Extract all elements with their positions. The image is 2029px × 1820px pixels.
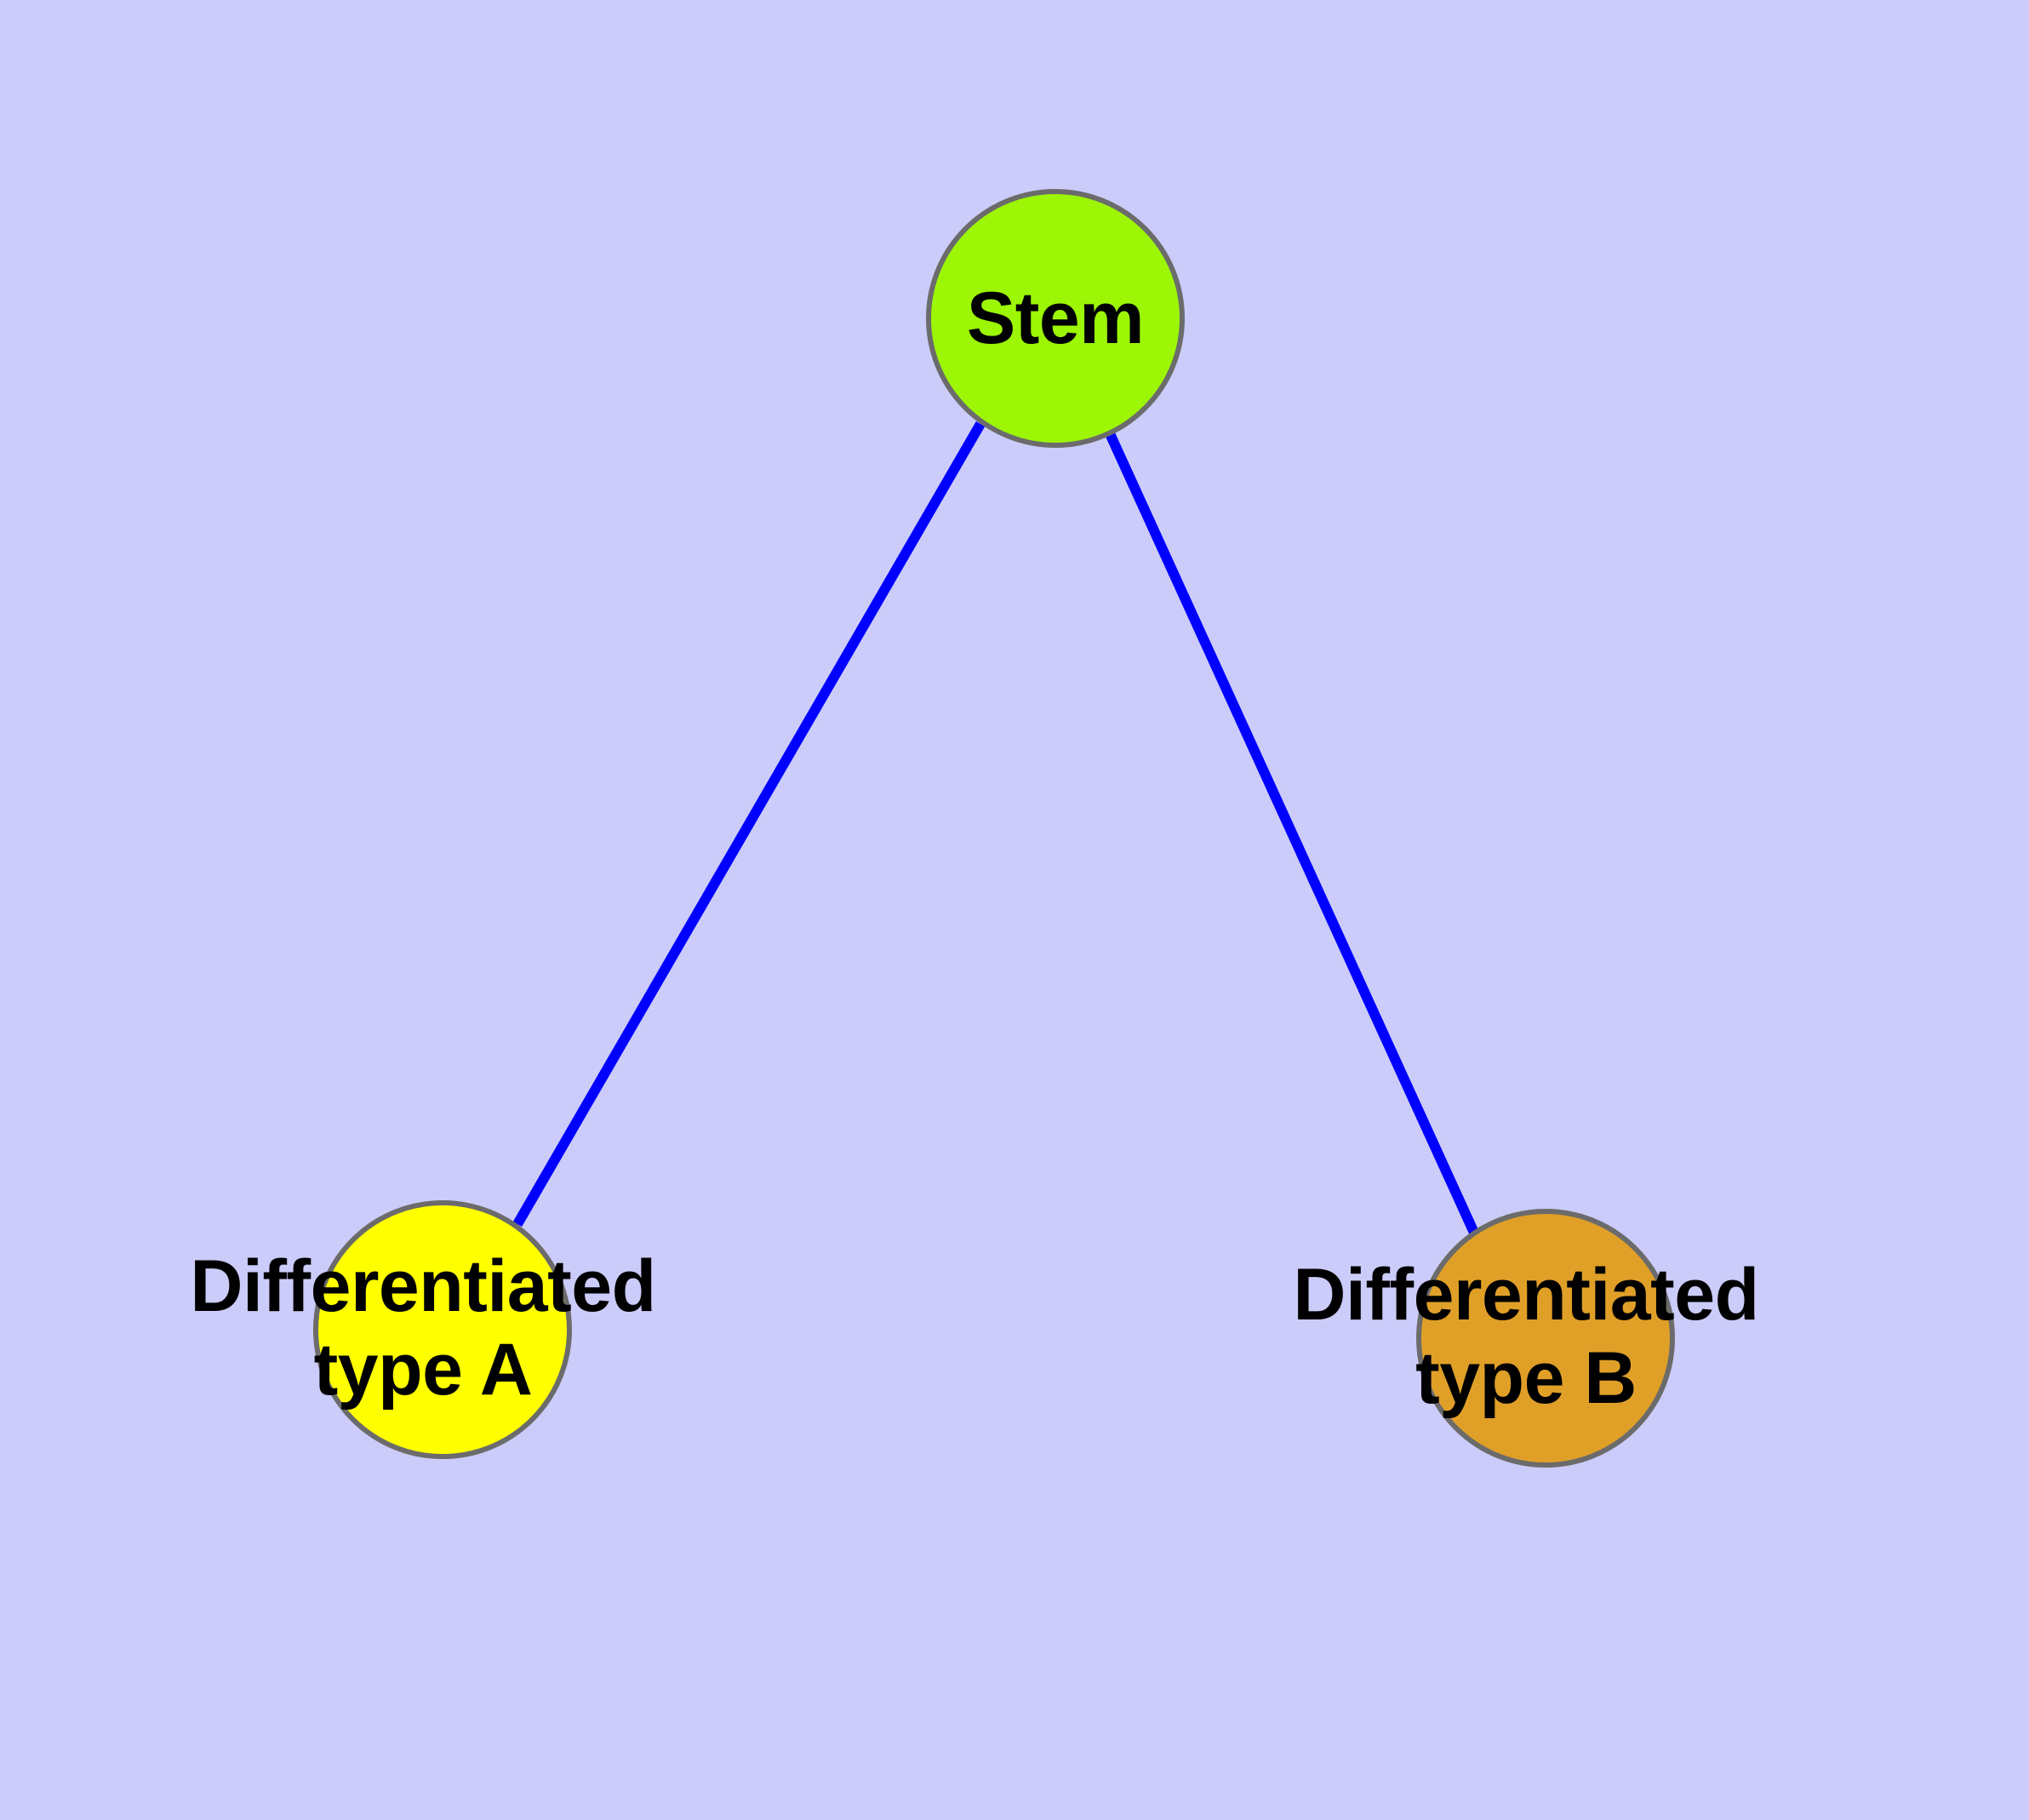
- node-differentiated-type-b[interactable]: [1416, 1209, 1675, 1468]
- edge-stem-to-diff-b: [1103, 427, 1479, 1235]
- node-stem[interactable]: [926, 189, 1185, 448]
- edge-stem-to-diff-a: [512, 421, 986, 1228]
- node-differentiated-type-a[interactable]: [313, 1200, 572, 1459]
